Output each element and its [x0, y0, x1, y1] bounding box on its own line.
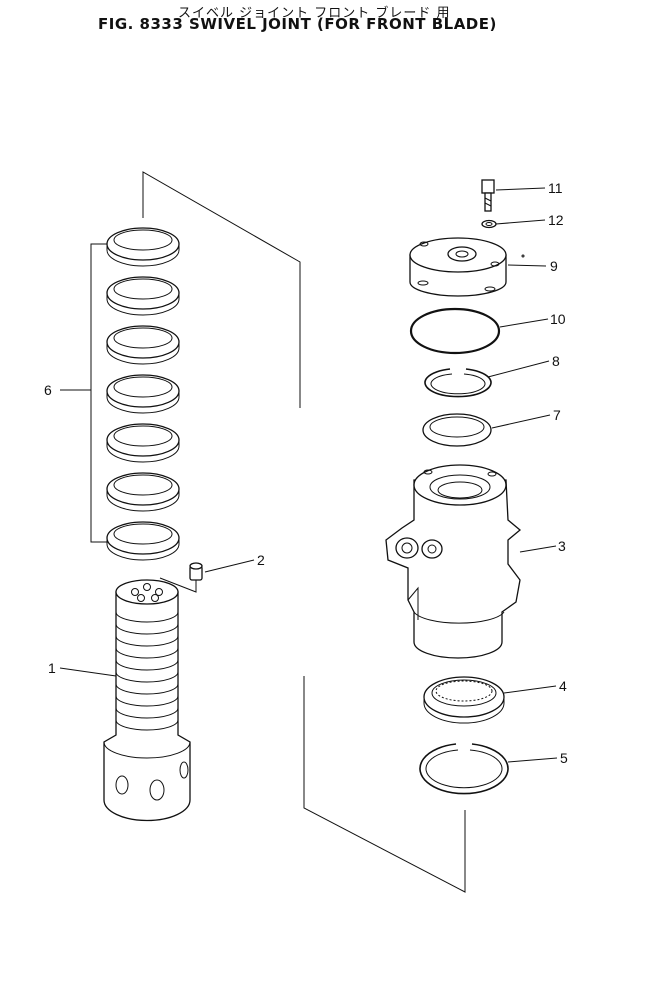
- figure-title-japanese: スイベル ジョイント フロント ブレード 用: [178, 6, 451, 21]
- seal-ring: [106, 521, 180, 561]
- seal-ring: [106, 423, 180, 463]
- callout-1: 1: [48, 660, 56, 676]
- assembly-guide-line-right: [303, 676, 466, 893]
- callout-3: 3: [558, 538, 566, 554]
- swivel-rotor: [103, 579, 191, 822]
- leader-lines: [59, 187, 558, 763]
- bearing: [423, 676, 505, 724]
- callout-4: 4: [559, 678, 567, 694]
- callout-9: 9: [550, 258, 558, 274]
- seal-ring: [106, 374, 180, 414]
- seal-ring: [106, 472, 180, 512]
- snap-ring: [424, 368, 492, 398]
- plug: [159, 562, 203, 593]
- callout-8: 8: [552, 353, 560, 369]
- o-ring: [409, 307, 501, 355]
- callout-10: 10: [550, 311, 566, 327]
- callout-6: 6: [44, 382, 52, 398]
- cover: [409, 237, 507, 297]
- figure-title: FIG. 8333 SWIVEL JOINT (FOR FRONT BLADE): [98, 15, 497, 33]
- callout-2: 2: [257, 552, 265, 568]
- washer: [481, 219, 497, 229]
- seal-ring-stack: [90, 227, 180, 561]
- seal-ring: [106, 276, 180, 316]
- callout-7: 7: [553, 407, 561, 423]
- seal-ring: [106, 227, 180, 267]
- callout-11: 11: [548, 180, 563, 196]
- ring: [422, 413, 492, 447]
- bolt: [481, 179, 495, 212]
- snap-ring-lower: [419, 743, 509, 795]
- callout-12: 12: [548, 212, 564, 228]
- seal-ring-bracket: [90, 243, 107, 543]
- swivel-body: [385, 464, 522, 659]
- callout-5: 5: [560, 750, 568, 766]
- assembly-guide-line-left: [142, 171, 301, 408]
- seal-ring: [106, 325, 180, 365]
